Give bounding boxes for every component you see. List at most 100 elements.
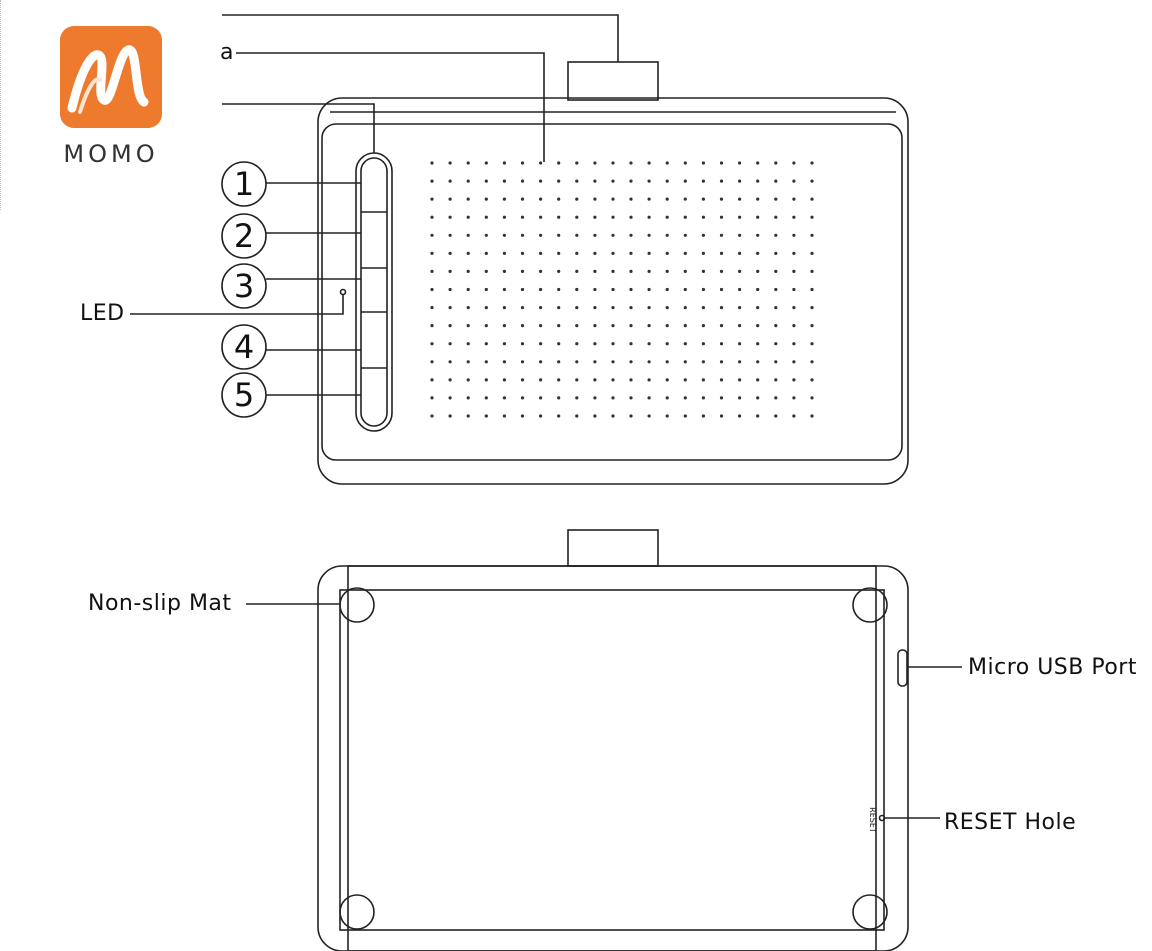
- active-area-dot: [629, 269, 633, 273]
- active-area-dot: [665, 342, 669, 346]
- active-area-dot: [539, 287, 543, 292]
- active-area-dot: [593, 251, 597, 255]
- active-area-dot: [593, 360, 597, 364]
- active-area-dot: [575, 287, 579, 292]
- active-area-dot: [484, 414, 488, 418]
- active-area-dot: [647, 179, 651, 183]
- active-area-dot: [647, 414, 651, 418]
- active-area-dot: [611, 197, 615, 201]
- non-slip-mat-top-right: [852, 587, 888, 623]
- active-area-dot: [502, 179, 506, 183]
- active-area-dot: [665, 179, 669, 183]
- active-area-dot: [611, 215, 615, 219]
- active-area-dot: [701, 342, 706, 346]
- active-area-dot: [520, 287, 525, 292]
- active-area-dot: [629, 378, 633, 382]
- active-area-dot: [683, 197, 687, 201]
- active-area-dot: [611, 378, 615, 382]
- active-area-dot: [683, 414, 687, 418]
- active-area-dot: [520, 396, 525, 400]
- active-area-dot: [756, 378, 760, 382]
- active-area-dot: [701, 233, 706, 237]
- active-area-dot: [448, 161, 452, 165]
- active-area-dot: [756, 161, 760, 165]
- active-area-dot: [647, 306, 651, 310]
- active-area-dot: [520, 324, 525, 328]
- active-area-dot: [466, 324, 470, 328]
- active-area-dot: [738, 161, 742, 165]
- active-area-dot: [647, 233, 651, 237]
- active-area-dot: [557, 306, 561, 310]
- active-area-dot: [665, 251, 669, 255]
- active-area-dot: [466, 179, 470, 183]
- active-area-dot: [756, 215, 760, 219]
- active-area-dot: [647, 342, 651, 346]
- active-area-dot: [629, 233, 633, 237]
- active-area-dot: [430, 197, 434, 201]
- active-area-dot: [430, 324, 434, 328]
- active-area-dot: [484, 197, 488, 201]
- active-area-dot: [593, 287, 597, 292]
- active-area-dot: [575, 179, 579, 183]
- active-area-dot: [792, 179, 796, 183]
- active-area-dot: [430, 215, 434, 219]
- active-area-dot: [774, 342, 778, 346]
- active-area-dot: [484, 251, 488, 255]
- active-area-dot: [756, 197, 760, 201]
- active-area-dot: [647, 324, 651, 328]
- active-area-dot: [810, 161, 814, 165]
- active-area-dot: [484, 360, 488, 364]
- active-area-dot: [593, 378, 597, 382]
- active-area-dot: [520, 233, 525, 237]
- active-area-dot: [520, 251, 525, 255]
- active-area-dot: [810, 396, 814, 400]
- active-area-dot: [539, 342, 543, 346]
- active-area-dot: [683, 324, 687, 328]
- active-area-dot: [466, 342, 470, 346]
- active-area-dot: [701, 360, 706, 364]
- active-area-dot: [575, 306, 579, 310]
- active-area-dot: [466, 197, 470, 201]
- active-area-dot: [502, 251, 506, 255]
- active-area-dot: [448, 378, 452, 382]
- active-area-dot: [557, 396, 561, 400]
- active-area-dot: [629, 360, 633, 364]
- active-area-dot: [719, 215, 724, 219]
- active-area-dot: [792, 342, 796, 346]
- active-area-dot: [665, 306, 669, 310]
- active-area-dot: [502, 360, 506, 364]
- active-area-dot: [575, 324, 579, 328]
- active-area-dot: [792, 360, 796, 364]
- active-area-dot: [484, 342, 488, 346]
- active-area-dot: [774, 197, 778, 201]
- active-area-dot: [430, 306, 434, 310]
- active-area-dot: [448, 215, 452, 219]
- active-area-dot: [792, 306, 796, 310]
- active-area-dot: [557, 378, 561, 382]
- active-area-dot: [810, 251, 814, 255]
- active-area-dot: [629, 306, 633, 310]
- callout-circle-2: [221, 213, 267, 259]
- active-area-dot: [502, 269, 506, 273]
- active-area-dot: [629, 215, 633, 219]
- active-area-dot: [611, 414, 615, 418]
- active-area-dot: [683, 306, 687, 310]
- active-area-dot: [647, 378, 651, 382]
- callout-number-2: 2: [234, 217, 254, 255]
- active-area-dot: [502, 342, 506, 346]
- active-area-dot: [575, 251, 579, 255]
- micro-usb-port: [897, 649, 908, 687]
- active-area-dot: [792, 233, 796, 237]
- active-area-dot: [466, 287, 470, 292]
- non-slip-mat-top-left: [339, 587, 375, 623]
- active-area-dot: [539, 414, 543, 418]
- callout-circle-5: [221, 372, 267, 418]
- active-area-dot: [520, 342, 525, 346]
- active-area-dot: [774, 324, 778, 328]
- active-area-dot: [683, 251, 687, 255]
- active-area-dot: [520, 179, 525, 183]
- active-area-dot: [430, 161, 434, 165]
- active-area-dot: [810, 287, 814, 292]
- active-area-dot: [557, 269, 561, 273]
- active-area-dot: [719, 287, 724, 292]
